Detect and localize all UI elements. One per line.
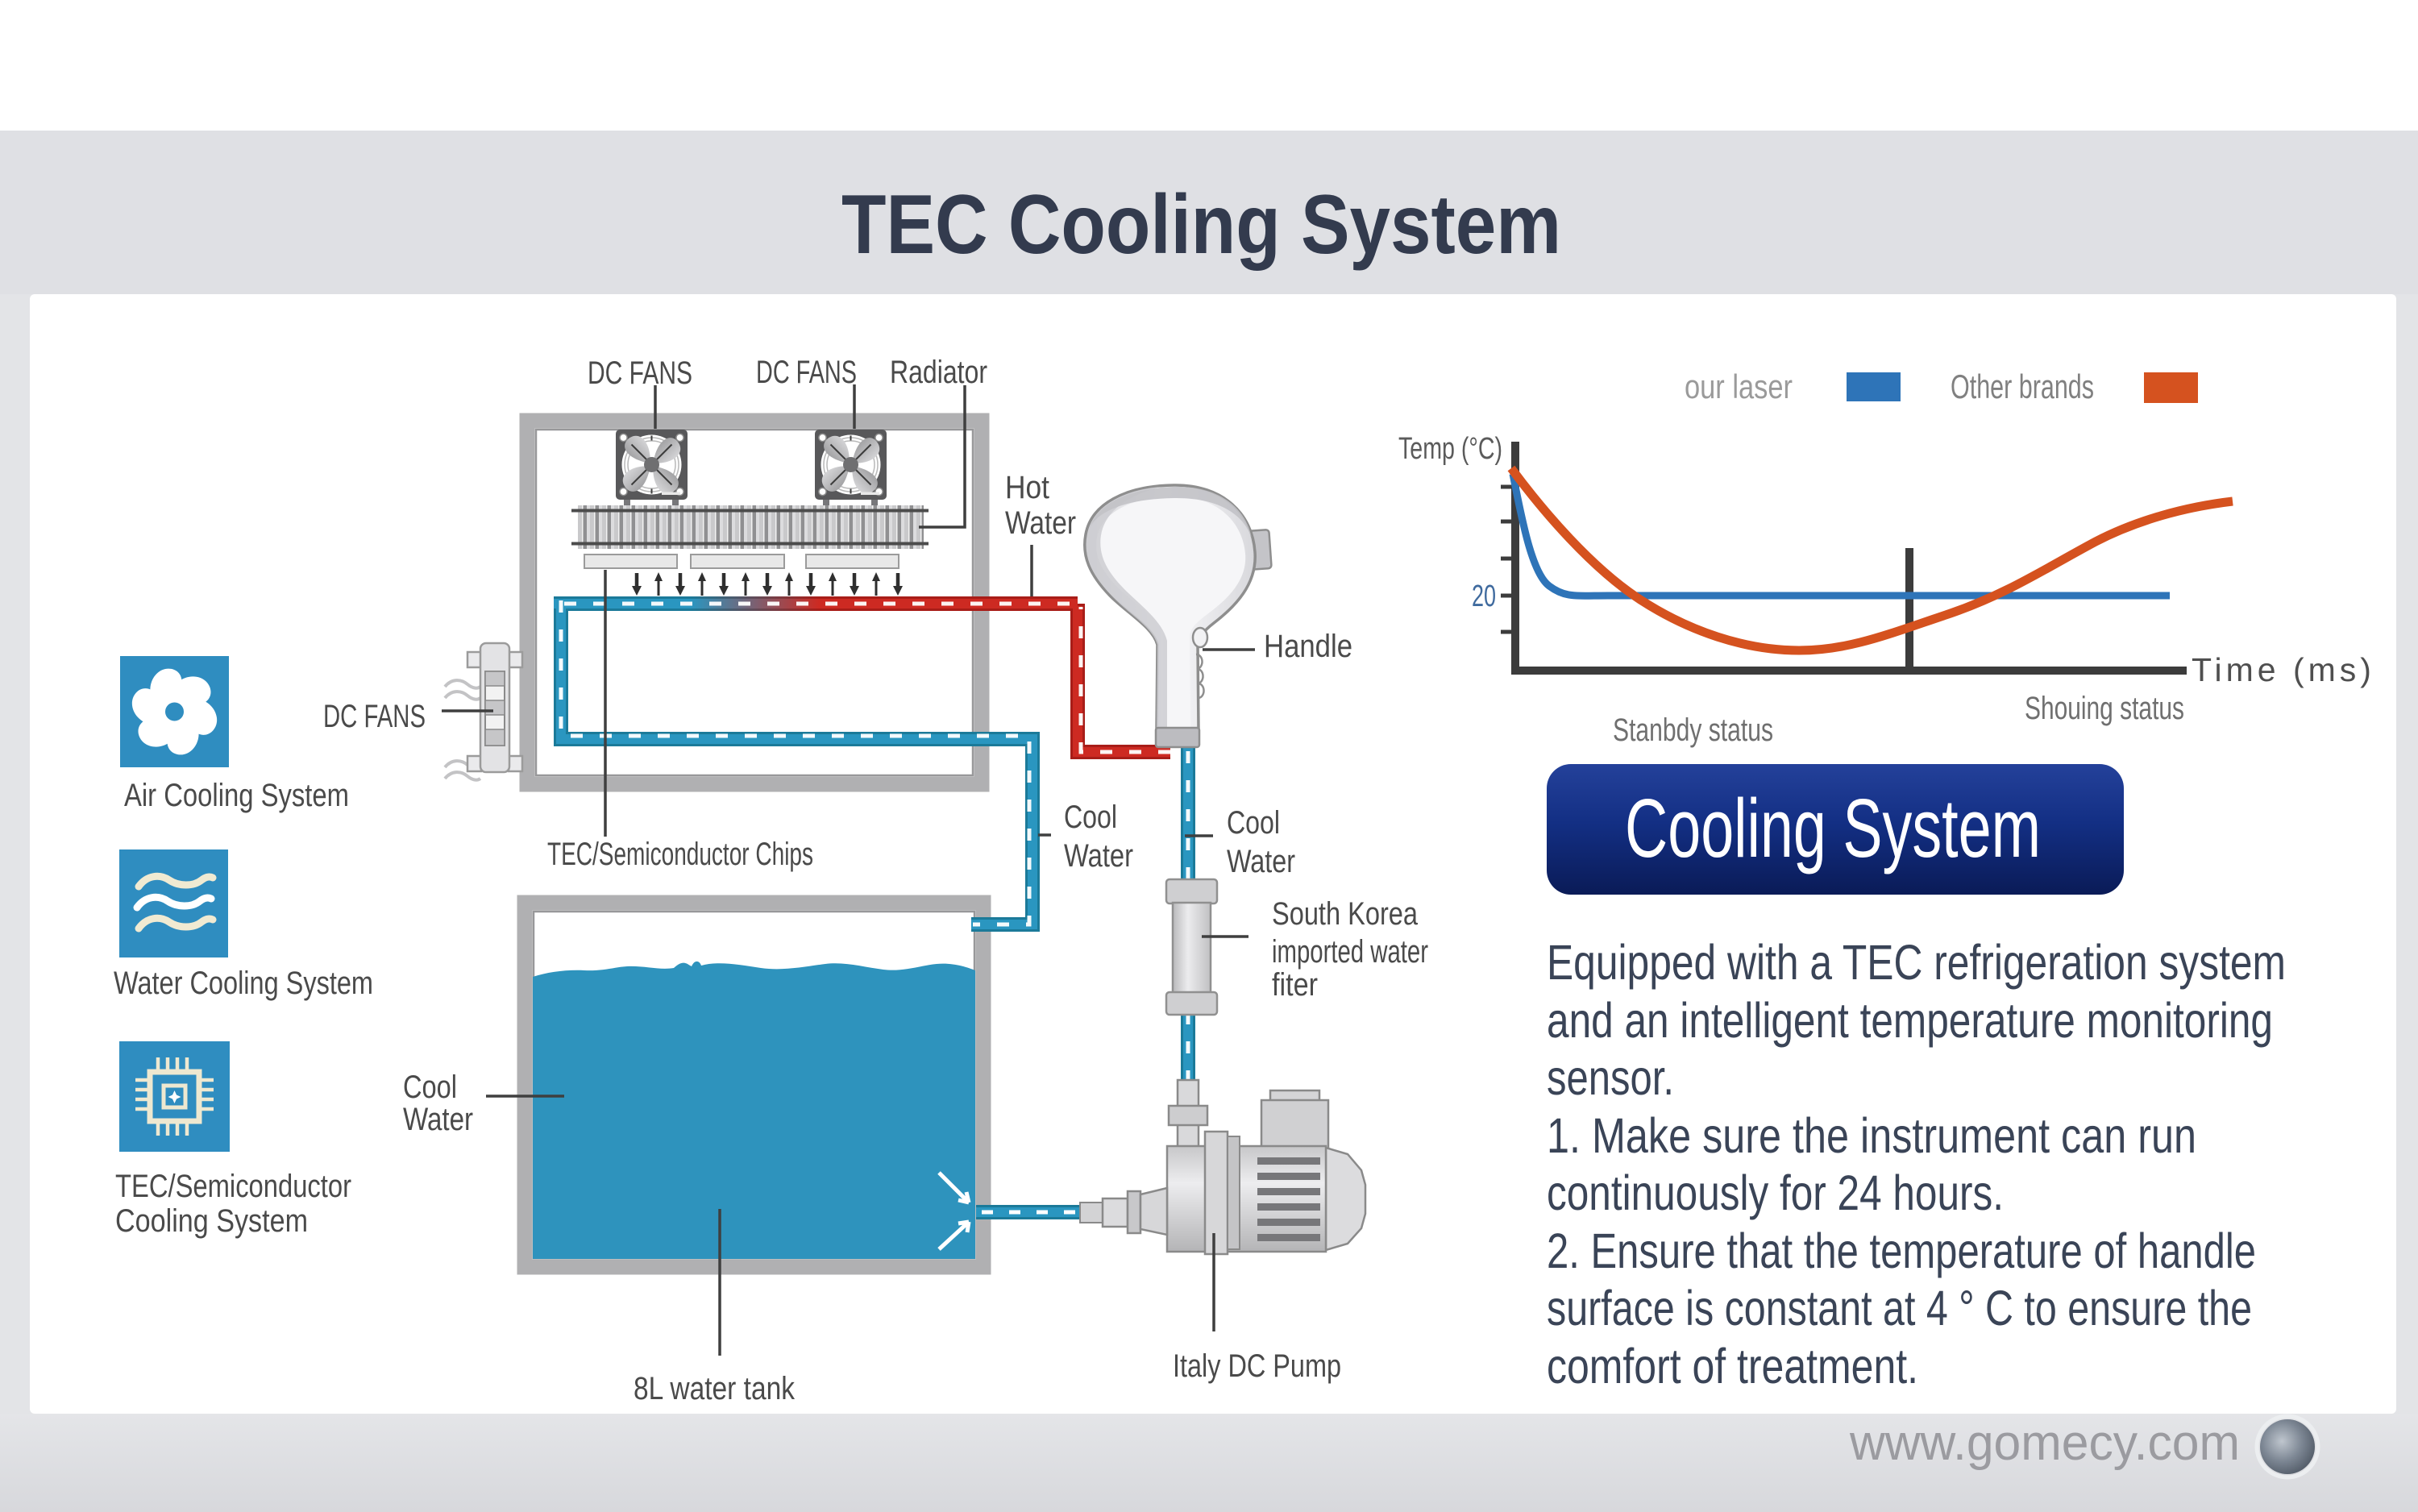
svg-text:Cool: Cool	[1227, 805, 1280, 841]
svg-text:Equipped with a TEC refrigerat: Equipped with a TEC refrigeration system	[1547, 935, 2286, 990]
svg-text:comfort of treatment.: comfort of treatment.	[1547, 1339, 1918, 1394]
svg-text:Cooling System: Cooling System	[115, 1203, 308, 1239]
svg-text:fiter: fiter	[1272, 967, 1318, 1003]
svg-text:Cool: Cool	[1064, 800, 1117, 835]
svg-text:Water: Water	[1227, 844, 1295, 879]
svg-text:TEC Cooling System: TEC Cooling System	[841, 178, 1561, 272]
svg-text:Radiator: Radiator	[890, 355, 987, 390]
svg-text:South Korea: South Korea	[1272, 896, 1419, 932]
svg-text:Water: Water	[403, 1102, 473, 1137]
svg-text:Air Cooling System: Air Cooling System	[124, 778, 349, 813]
svg-text:continuously for 24 hours.: continuously for 24 hours.	[1547, 1165, 2004, 1220]
svg-text:Water: Water	[1005, 505, 1076, 541]
svg-text:2. Ensure that the temperature: 2. Ensure that the temperature of handle	[1547, 1223, 2256, 1278]
svg-text:Stanbdy status: Stanbdy status	[1613, 712, 1773, 748]
svg-text:8L water tank: 8L water tank	[634, 1371, 796, 1406]
svg-text:DC FANS: DC FANS	[756, 355, 857, 390]
svg-text:imported water: imported water	[1272, 934, 1428, 970]
svg-text:1. Make sure the instrument ca: 1. Make sure the instrument can run	[1547, 1108, 2196, 1163]
svg-text:surface is constant at 4 ° C t: surface is constant at 4 ° C to ensure t…	[1547, 1281, 2252, 1335]
svg-text:Cool: Cool	[403, 1070, 457, 1105]
svg-text:www.gomecy.com: www.gomecy.com	[1849, 1415, 2240, 1471]
svg-text:20: 20	[1472, 579, 1496, 613]
svg-text:Hot: Hot	[1005, 470, 1049, 505]
svg-text:Shouing status: Shouing status	[2025, 691, 2184, 726]
svg-text:Italy DC Pump: Italy DC Pump	[1173, 1348, 1341, 1384]
svg-text:and an intelligent temperature: and an intelligent temperature monitorin…	[1547, 993, 2273, 1048]
svg-text:TEC/Semiconductor: TEC/Semiconductor	[115, 1169, 351, 1204]
svg-text:Other brands: Other brands	[1951, 368, 2094, 405]
svg-text:Handle: Handle	[1264, 629, 1352, 664]
svg-text:DC FANS: DC FANS	[323, 699, 426, 734]
svg-text:DC FANS: DC FANS	[588, 355, 692, 391]
svg-text:Temp (°C): Temp (°C)	[1398, 432, 1502, 466]
svg-text:Time (ms): Time (ms)	[2192, 651, 2375, 688]
svg-text:TEC/Semiconductor Chips: TEC/Semiconductor Chips	[547, 837, 813, 872]
svg-text:sensor.: sensor.	[1547, 1050, 1674, 1105]
svg-text:our laser: our laser	[1685, 368, 1793, 405]
svg-text:Water Cooling System: Water Cooling System	[114, 966, 373, 1001]
svg-text:Cooling System: Cooling System	[1625, 782, 2041, 874]
svg-text:Water: Water	[1064, 838, 1133, 874]
